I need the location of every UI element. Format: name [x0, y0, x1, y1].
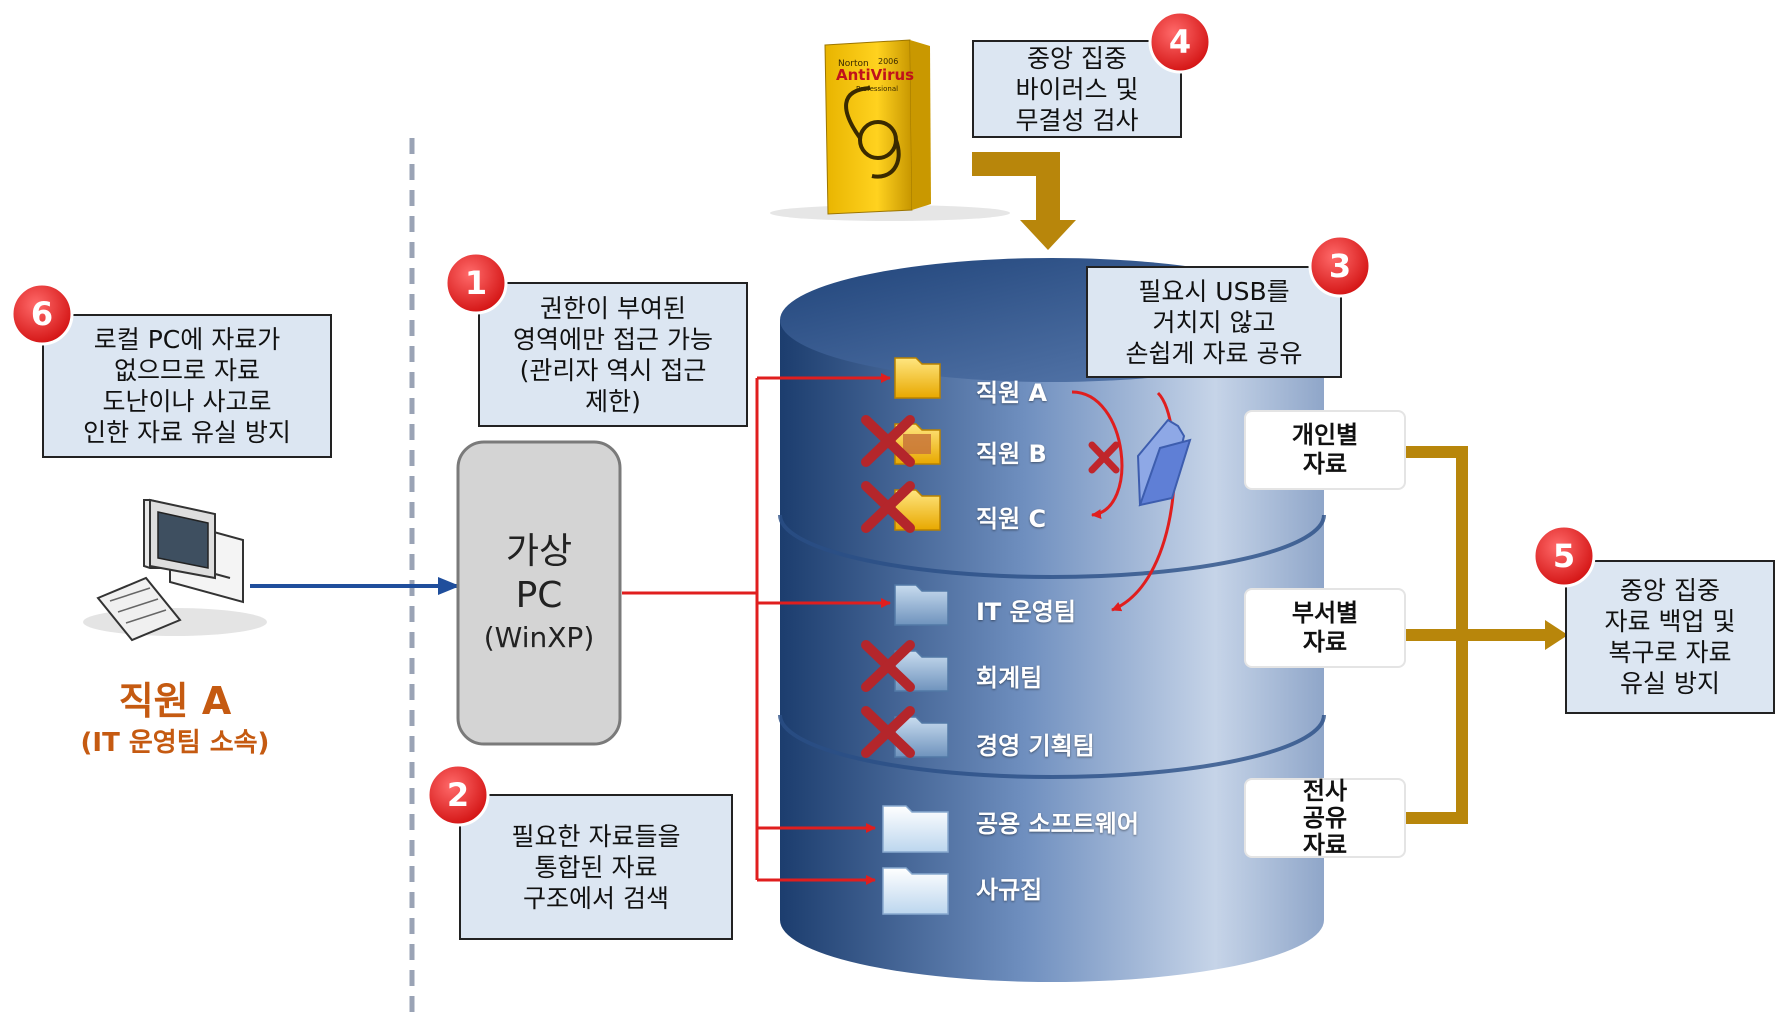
category-company: 전사 공유 자료	[1244, 777, 1406, 858]
open-folder-icon	[1136, 418, 1192, 507]
folder-label-rules: 사규집	[976, 876, 1043, 904]
access-routing-arrows	[622, 373, 891, 885]
backup-bracket-arrow	[1405, 446, 1545, 824]
virtual-pc-line3: (WinXP)	[483, 621, 595, 654]
antivirus-edition: Professional	[856, 85, 898, 93]
category-personal: 개인별 자료	[1244, 410, 1406, 490]
virtual-pc-box	[456, 440, 622, 746]
virtual-pc-label: 가상 PC (WinXP)	[458, 530, 620, 660]
antivirus-product: AntiVirus	[836, 66, 914, 84]
note-access-control: 권한이 부여된 영역에만 접근 가능 (관리자 역시 접근 제한)	[478, 282, 748, 427]
backup-arrow-head	[1545, 620, 1568, 650]
folder-label-accounting: 회계팀	[976, 664, 1043, 692]
employee-name: 직원 A	[118, 679, 232, 723]
note-no-local-data: 로컬 PC에 자료가 없으므로 자료 도난이나 사고로 인한 자료 유실 방지	[42, 314, 332, 458]
folder-label-employee-b: 직원 B	[976, 440, 1047, 468]
folder-label-software: 공용 소프트웨어	[976, 810, 1139, 838]
red-x-icon-accounting	[861, 640, 915, 692]
folder-label-planning: 경영 기획팀	[976, 732, 1095, 760]
folder-label-employee-a: 직원 A	[976, 379, 1048, 407]
employee-dept: (IT 운영팀 소속)	[80, 728, 270, 758]
folder-label-it-team: IT 운영팀	[976, 598, 1076, 626]
red-x-icon-sharing	[1088, 441, 1120, 474]
note-file-sharing: 필요시 USB를 거치지 않고 손쉽게 자료 공유	[1086, 266, 1342, 378]
red-x-icon-planning	[861, 706, 915, 758]
desktop-computer-icon	[83, 498, 267, 642]
folder-rules	[882, 867, 949, 915]
red-x-icon-employee-c	[861, 481, 915, 533]
folder-label-employee-c: 직원 C	[976, 505, 1047, 533]
sharing-curves	[1071, 390, 1176, 612]
folder-it-team	[894, 584, 949, 626]
note-virus-scan: 중앙 집중 바이러스 및 무결성 검사	[972, 40, 1182, 138]
note-central-backup: 중앙 집중 자료 백업 및 복구로 자료 유실 방지	[1565, 560, 1775, 714]
note-integrated-search: 필요한 자료들을 통합된 자료 구조에서 검색	[459, 794, 733, 940]
antivirus-box-icon: Norton AntiVirus 2006 Professional	[770, 39, 1010, 221]
virtual-pc-line2: PC	[515, 575, 563, 616]
folder-software	[882, 805, 949, 853]
antivirus-scan-arrow	[972, 152, 1076, 250]
folder-employee-a	[894, 357, 941, 399]
virtual-pc-line1: 가상	[505, 531, 573, 572]
category-department: 부서별 자료	[1244, 588, 1406, 668]
antivirus-year: 2006	[878, 57, 898, 66]
employee-caption: 직원 A (IT 운영팀 소속)	[40, 676, 310, 766]
red-x-icon-employee-b	[861, 415, 915, 467]
antivirus-brand: Norton	[838, 59, 869, 69]
